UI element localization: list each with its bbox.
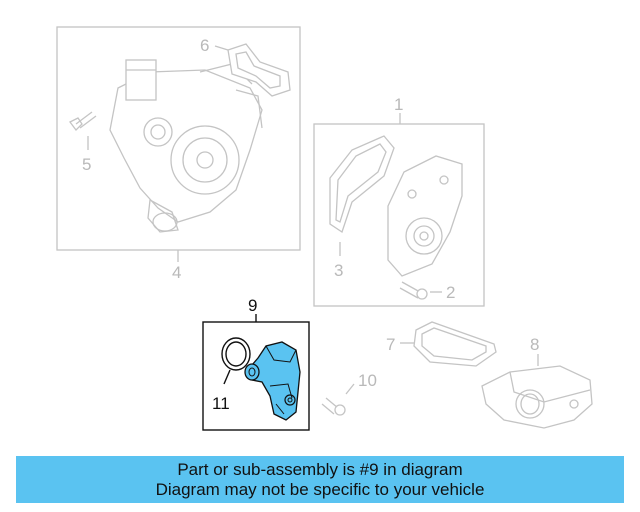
part-4-housing-group: 6 5 4 bbox=[56, 26, 301, 282]
callout-3: 3 bbox=[334, 261, 343, 280]
water-pump-impeller bbox=[405, 217, 443, 255]
part-2-bolt bbox=[399, 281, 442, 300]
housing-impeller-ring bbox=[170, 125, 240, 195]
part-11-o-ring bbox=[221, 337, 251, 371]
callout-6: 6 bbox=[200, 36, 209, 55]
housing-port bbox=[143, 117, 173, 147]
callout-10: 10 bbox=[358, 371, 377, 390]
part-1-frame bbox=[313, 123, 485, 307]
housing-top-block bbox=[125, 59, 157, 101]
part-6-gasket bbox=[227, 43, 291, 97]
callout-1: 1 bbox=[394, 95, 403, 114]
part-9-frame bbox=[202, 321, 310, 431]
part-3-gasket bbox=[329, 135, 395, 234]
part-9-assembly-group: 9 11 bbox=[202, 296, 310, 431]
part-7-seal: 7 bbox=[386, 321, 497, 367]
part-9-thermostat-housing bbox=[244, 341, 301, 421]
callout-4: 4 bbox=[172, 263, 181, 282]
part-1-pump-group: 1 3 2 bbox=[313, 95, 485, 307]
housing-body bbox=[109, 69, 263, 223]
callout-9: 9 bbox=[248, 296, 257, 315]
info-banner: Part or sub-assembly is #9 in diagram Di… bbox=[16, 456, 624, 503]
banner-line-2: Diagram may not be specific to your vehi… bbox=[155, 479, 485, 499]
parts-diagram: 6 5 4 1 3 2 bbox=[56, 26, 593, 431]
callout-8: 8 bbox=[530, 335, 539, 354]
callout-11: 11 bbox=[212, 394, 230, 413]
part-5-bolt bbox=[69, 111, 97, 150]
callout-7: 7 bbox=[386, 335, 395, 354]
callout-5: 5 bbox=[82, 155, 91, 174]
callout-2: 2 bbox=[446, 283, 455, 302]
banner-line-1: Part or sub-assembly is #9 in diagram bbox=[177, 459, 463, 479]
part-10-bolt: 10 bbox=[321, 371, 377, 416]
part-8-cover: 8 bbox=[481, 335, 593, 429]
water-pump-body bbox=[387, 155, 463, 277]
